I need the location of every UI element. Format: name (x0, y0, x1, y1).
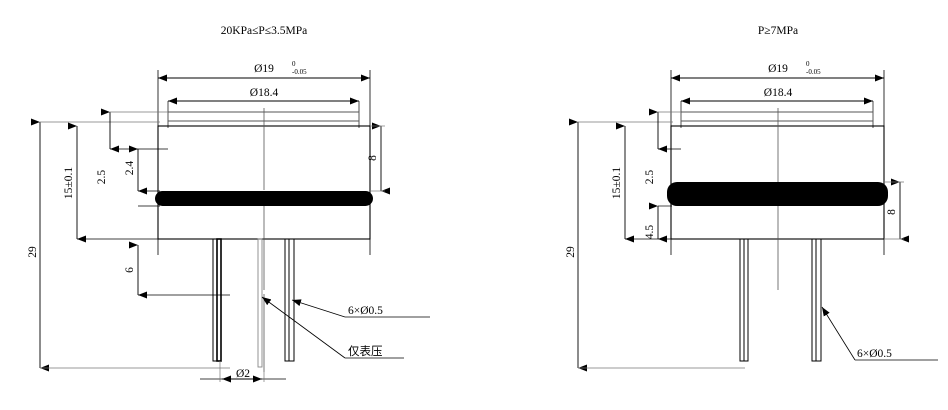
dim-pin-spacing: Ø2 (236, 368, 250, 380)
pin-left-a-r (739, 238, 745, 362)
dim-pin-length: 6 (124, 267, 136, 273)
dim-outer-tol-lower: -0.05 (292, 68, 307, 76)
view-right: P≥7MPa Ø19 0 -0.05 Ø18.4 29 15±0.1 (565, 25, 938, 372)
dim-inner-diameter: Ø18.4 (250, 87, 279, 99)
dim-right-height: 8 (367, 155, 379, 161)
view-left: 20KPa≤P≤3.5MPa Ø19 0 -0.05 Ø18.4 (27, 25, 430, 383)
dim-outer-diameter: Ø19 (254, 63, 274, 75)
dim-body-height-r: 15±0.1 (611, 167, 623, 199)
dim-outer-tol-upper: 0 (292, 60, 296, 68)
body-outline-r (670, 125, 885, 240)
dim-oring-to-base: 4.5 (644, 225, 656, 240)
left-view-title: 20KPa≤P≤3.5MPa (221, 25, 307, 37)
cap-outline-r (680, 111, 874, 127)
pin-right-b-r (815, 238, 822, 362)
pin-left-b (216, 238, 222, 362)
o-ring (155, 191, 373, 206)
o-ring-r (667, 182, 888, 206)
callout-pin-diameter-r: 6×Ø0.5 (857, 348, 892, 360)
dim-inner-diameter-r: Ø18.4 (764, 87, 793, 99)
leader-line-pin-callout (291, 299, 346, 318)
leader-line-pin-callout-r (821, 306, 856, 361)
dim-right-height-r: 8 (886, 209, 898, 215)
dim-overall-height-r: 29 (565, 246, 577, 258)
dim-cap-height-r: 2.5 (644, 170, 656, 185)
right-view-title: P≥7MPa (758, 25, 798, 37)
cap-outline (167, 111, 360, 127)
dim-outer-tol-lower-r: -0.05 (806, 68, 821, 76)
dim-body-height: 15±0.1 (63, 167, 75, 199)
dim-overall-height: 29 (27, 246, 39, 258)
dim-cap-height: 2.5 (96, 170, 108, 185)
callout-gauge-pressure-note: 仅表压 (348, 344, 383, 358)
pin-right-a (284, 238, 290, 362)
pin-center (257, 238, 263, 368)
dim-outer-tol-upper-r: 0 (806, 60, 810, 68)
callout-pin-diameter: 6×Ø0.5 (348, 305, 383, 317)
pin-right-a-r (811, 238, 817, 362)
dim-step-to-oring: 2.4 (124, 161, 136, 176)
pin-left-b-r (743, 238, 749, 362)
dim-outer-diameter-r: Ø19 (768, 63, 788, 75)
leader-line-gauge-note (261, 296, 346, 359)
